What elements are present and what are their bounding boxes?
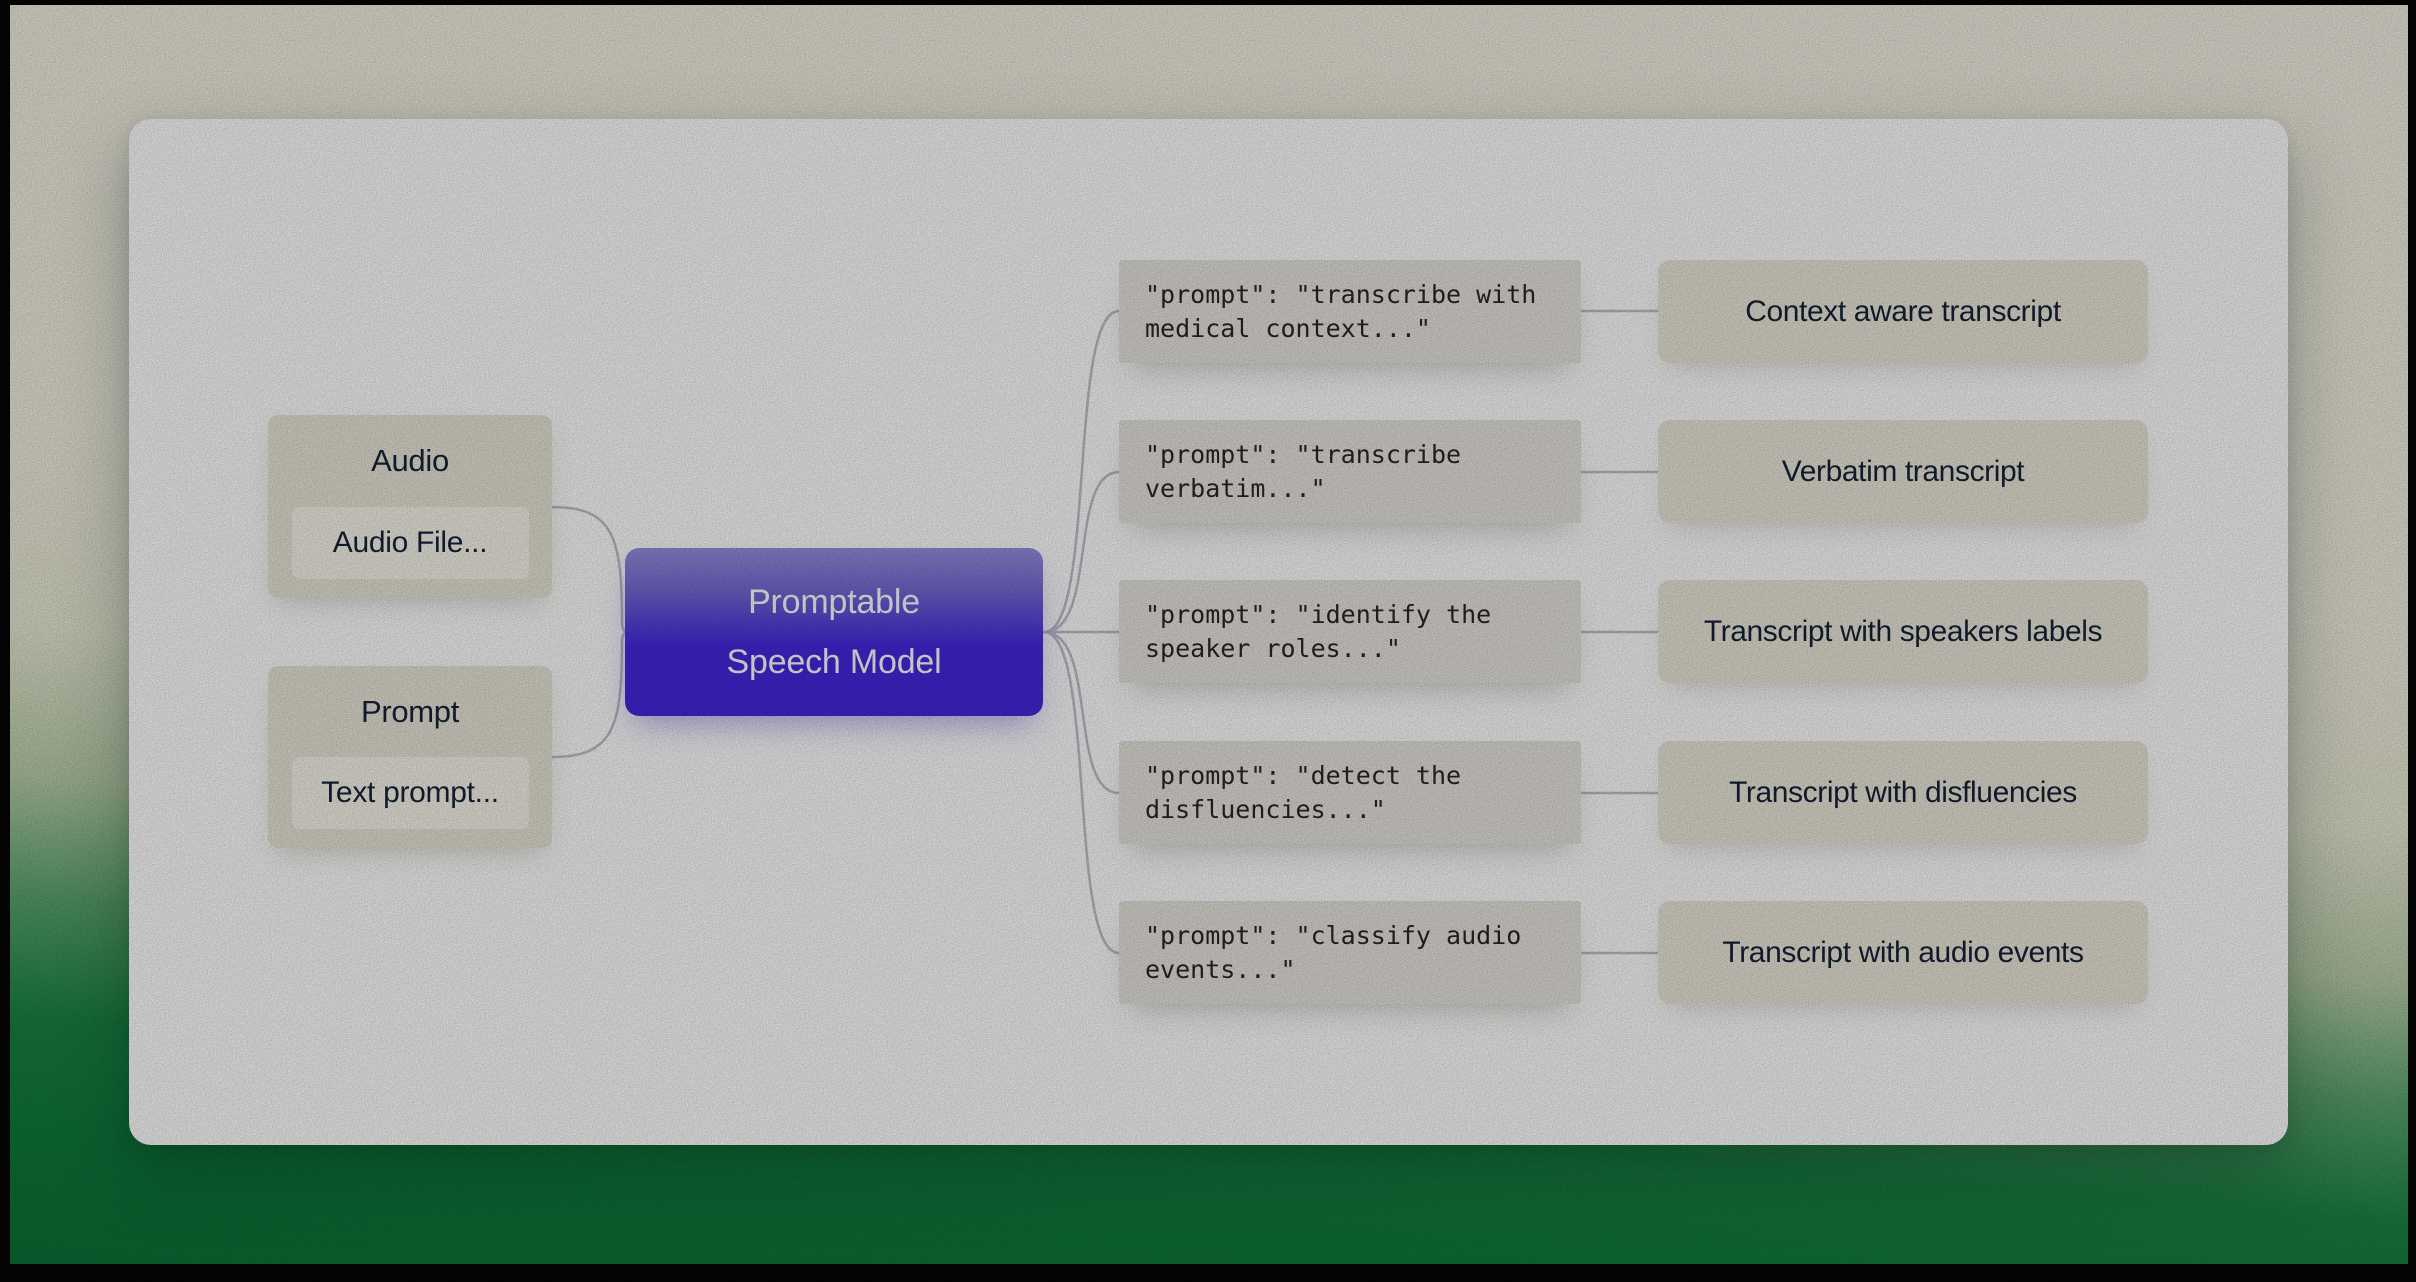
prompt-code-text: speaker roles..." [1145,633,1401,663]
prompt-code-text: disfluencies..." [1145,794,1386,824]
output-node-3: Transcript with speakers labels [1658,580,2148,683]
prompt-code-text: "prompt": "transcribe with [1145,279,1537,309]
audio-node-title: Audio [371,443,449,478]
prompt-code-text: "prompt": "identify the [1145,599,1492,629]
output-node-4: Transcript with disfluencies [1658,741,2148,844]
prompt-code-text: "prompt": "detect the [1145,760,1462,790]
output-node-1: Context aware transcript [1658,260,2148,363]
prompt-code-node-5: "prompt": "classify audio events..." [1119,901,1581,1004]
prompt-code-text: verbatim..." [1145,473,1326,503]
prompt-node-title: Prompt [360,693,460,729]
prompt-code-text: "prompt": "transcribe [1145,439,1462,469]
prompt-code-text: medical context..." [1145,313,1431,343]
frame-edge-bottom [0,1264,2416,1282]
input-node-prompt: Prompt Text prompt... [268,666,552,848]
input-node-audio: Audio Audio File... [268,415,552,598]
prompt-code-node-4: "prompt": "detect the disfluencies..." [1119,741,1581,844]
prompt-code-text: "prompt": "classify audio [1145,920,1522,950]
frame-edge-left [0,0,10,1282]
prompt-code-node-2: "prompt": "transcribe verbatim..." [1119,420,1581,523]
output-node-5: Transcript with audio events [1658,901,2148,1004]
frame-edge-right [2408,0,2416,1282]
model-node: Promptable Speech Model [625,548,1043,716]
output-node-2: Verbatim transcript [1658,420,2148,523]
frame-edge-top [0,0,2416,5]
prompt-code-node-1: "prompt": "transcribe with medical conte… [1119,260,1581,363]
prompt-code-node-3: "prompt": "identify the speaker roles...… [1119,580,1581,683]
text-prompt-chip: Text prompt... [291,757,529,829]
model-label-line2: Speech Model [726,643,942,681]
prompt-code-text: events..." [1145,954,1296,984]
model-label-line1: Promptable [748,583,920,621]
audio-file-chip: Audio File... [291,507,529,579]
